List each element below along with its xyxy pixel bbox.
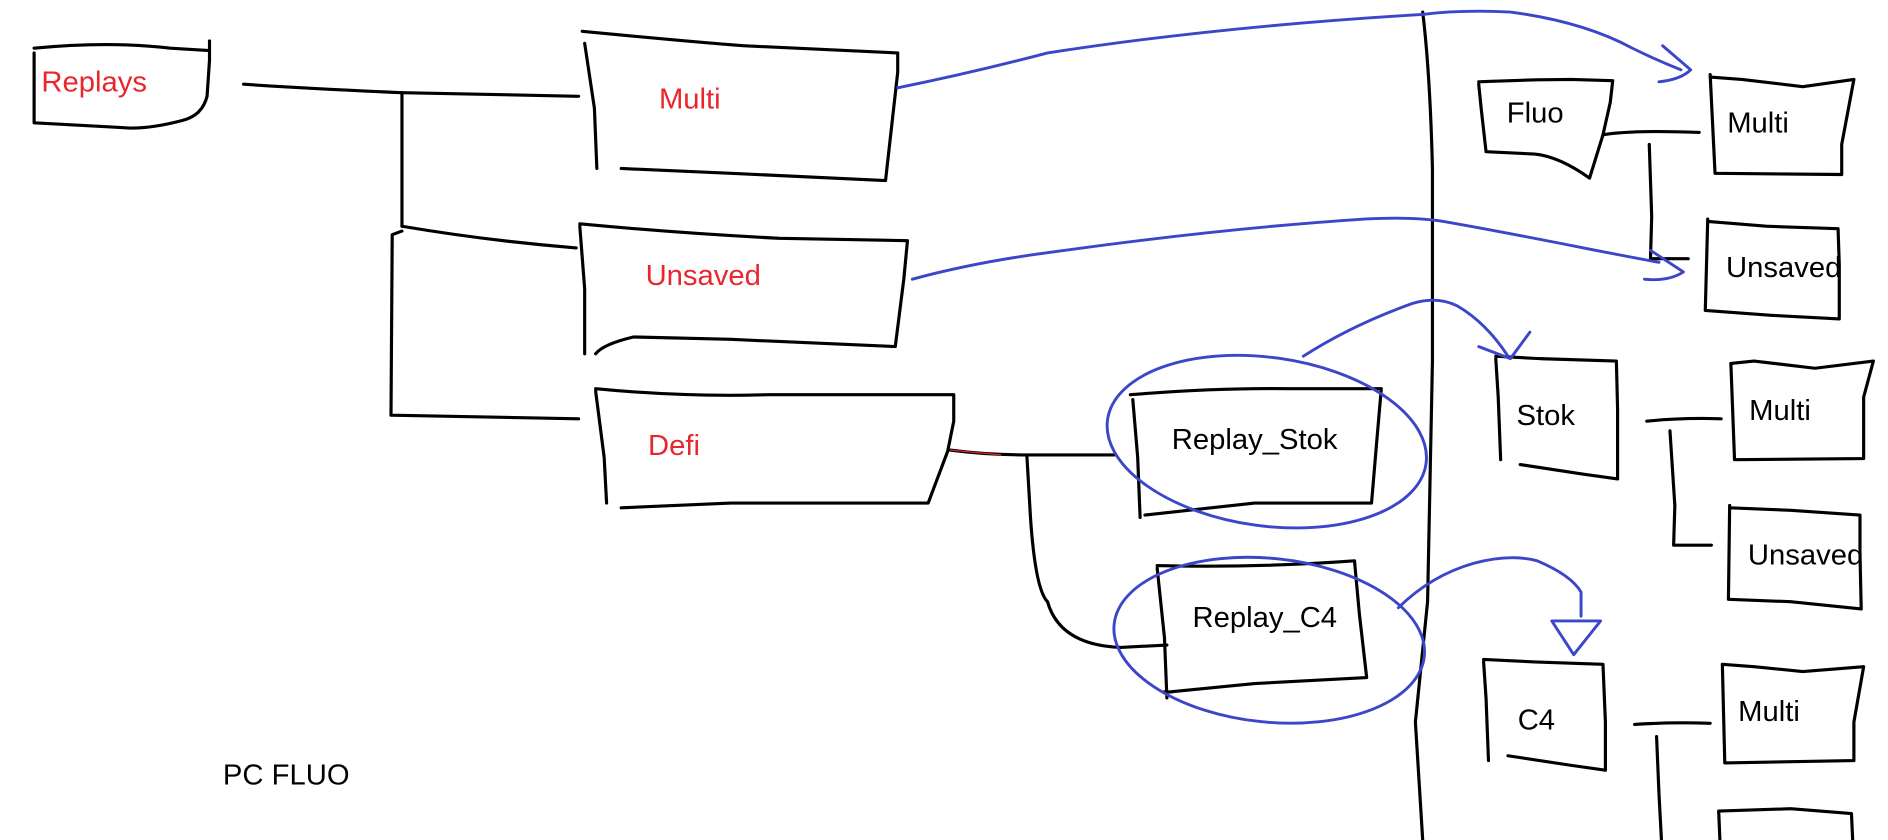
node-replays-label: Replays [41, 67, 147, 99]
arrowhead-fluo-multi-icon [1657, 44, 1693, 84]
node-c4-multi-label: Multi [1738, 696, 1800, 728]
highlight-circle-replay-stok [1105, 353, 1428, 530]
connector-fluo [1601, 130, 1701, 261]
node-fluo-multi[interactable]: Multi [1708, 73, 1856, 177]
node-defi[interactable]: Defi [594, 387, 956, 510]
arrowhead-fluo-unsaved-icon [1642, 248, 1685, 282]
node-replay-c4-label: Replay_C4 [1192, 602, 1337, 634]
node-fluo-unsaved-label: Unsaved [1726, 252, 1841, 284]
arrow-unsaved-to-fluo-unsaved [910, 216, 1661, 281]
connector-replays-trunk [242, 82, 581, 421]
node-c4-box [1482, 657, 1607, 772]
arrow-replay-c4-to-c4 [1396, 556, 1583, 618]
node-fluo-unsaved[interactable]: Unsaved [1703, 217, 1841, 321]
highlight-circle-replay-c4 [1112, 555, 1426, 725]
node-multi-box [580, 29, 900, 183]
node-stok-label: Stok [1516, 400, 1575, 432]
divider-line [1413, 10, 1435, 840]
node-fluo-multi-label: Multi [1727, 108, 1789, 140]
node-defi-label: Defi [648, 430, 700, 462]
node-unsaved-box [578, 222, 910, 356]
node-unsaved-label: Unsaved [646, 260, 761, 292]
node-c4-multi[interactable]: Multi [1720, 662, 1866, 765]
node-fluo-box [1477, 77, 1615, 180]
node-c4-label: C4 [1518, 704, 1555, 736]
node-stok-multi[interactable]: Multi [1729, 359, 1875, 462]
node-stok-multi-box [1729, 359, 1875, 462]
group-c4[interactable]: C4 [1482, 657, 1607, 772]
node-stok-unsaved[interactable]: Unsaved [1726, 503, 1863, 611]
connector-stok [1645, 416, 1723, 547]
node-fluo-multi-box [1708, 73, 1856, 177]
node-stok-unsaved-label: Unsaved [1748, 540, 1863, 572]
node-c4-unsaved-partial[interactable] [1717, 807, 1855, 840]
group-fluo[interactable]: Fluo [1477, 77, 1615, 180]
node-replay-stok[interactable]: Replay_Stok [1128, 386, 1383, 520]
node-replays[interactable]: Replays [32, 39, 212, 130]
connector-c4 [1633, 721, 1712, 840]
group-stok[interactable]: Stok [1494, 354, 1620, 481]
node-fluo-unsaved-box [1703, 217, 1841, 321]
node-stok-multi-label: Multi [1749, 395, 1811, 427]
node-multi[interactable]: Multi [580, 29, 900, 183]
arrow-multi-to-fluo-multi [896, 9, 1683, 90]
node-fluo-label: Fluo [1507, 98, 1564, 130]
node-stok-unsaved-box [1726, 503, 1863, 611]
arrow-replay-stok-to-stok [1301, 298, 1510, 358]
node-replay-stok-box [1128, 386, 1383, 520]
node-stok-box [1494, 354, 1620, 481]
caption-pc-fluo: PC FLUO [223, 760, 350, 792]
node-c4-multi-box [1720, 662, 1866, 765]
arrowhead-stok-icon [1477, 330, 1532, 361]
node-multi-label: Multi [659, 83, 721, 115]
node-replay-stok-label: Replay_Stok [1172, 424, 1338, 456]
connector-defi-trunk [948, 448, 1169, 650]
node-c4-second-box [1717, 807, 1855, 840]
node-unsaved[interactable]: Unsaved [578, 222, 910, 356]
node-replays-box [32, 39, 212, 130]
arrowhead-c4-icon [1550, 619, 1602, 657]
red-stroke-mark [950, 449, 1002, 456]
node-defi-box [594, 387, 956, 510]
node-replay-c4[interactable]: Replay_C4 [1155, 559, 1369, 700]
connector-replays-unsaved [400, 224, 578, 250]
connector-replays-multi [400, 91, 581, 98]
